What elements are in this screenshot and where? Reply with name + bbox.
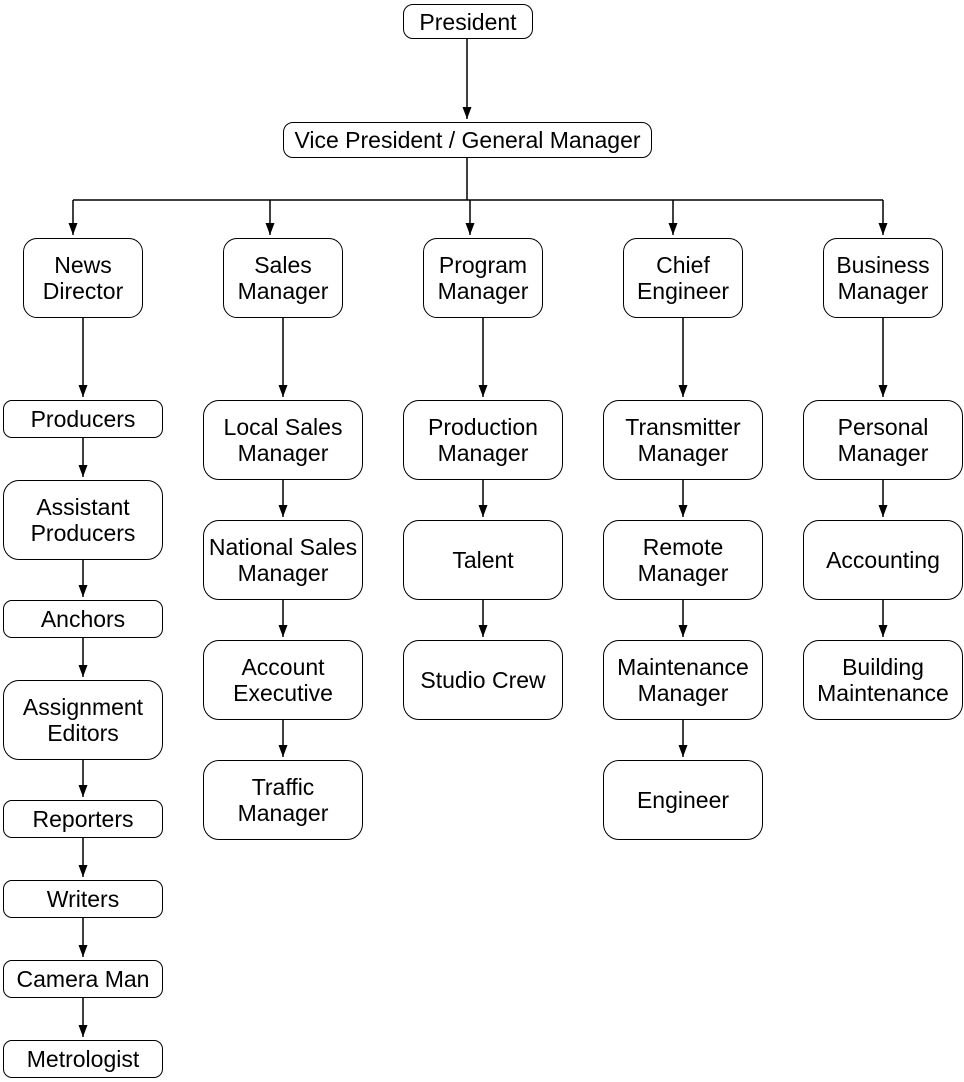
node-news-director: News Director xyxy=(23,238,143,318)
node-traffic-manager: Traffic Manager xyxy=(203,760,363,840)
node-talent: Talent xyxy=(403,520,563,600)
node-anchors: Anchors xyxy=(3,600,163,638)
node-building-maintenance: Building Maintenance xyxy=(803,640,963,720)
node-president: President xyxy=(403,4,533,39)
node-account-executive: Account Executive xyxy=(203,640,363,720)
node-metrologist: Metrologist xyxy=(3,1040,163,1078)
node-local-sales-manager: Local Sales Manager xyxy=(203,400,363,480)
node-engineer: Engineer xyxy=(603,760,763,840)
node-program-manager: Program Manager xyxy=(423,238,543,318)
node-production-manager: Production Manager xyxy=(403,400,563,480)
node-assignment-editors: Assignment Editors xyxy=(3,680,163,760)
node-vice-president-general-manager: Vice President / General Manager xyxy=(283,122,652,158)
node-producers: Producers xyxy=(3,400,163,438)
node-sales-manager: Sales Manager xyxy=(223,238,343,318)
node-chief-engineer: Chief Engineer xyxy=(623,238,743,318)
node-national-sales-manager: National Sales Manager xyxy=(203,520,363,600)
node-reporters: Reporters xyxy=(3,800,163,838)
node-remote-manager: Remote Manager xyxy=(603,520,763,600)
node-studio-crew: Studio Crew xyxy=(403,640,563,720)
node-transmitter-manager: Transmitter Manager xyxy=(603,400,763,480)
node-maintenance-manager: Maintenance Manager xyxy=(603,640,763,720)
node-writers: Writers xyxy=(3,880,163,918)
node-business-manager: Business Manager xyxy=(823,238,943,318)
node-assistant-producers: Assistant Producers xyxy=(3,480,163,560)
node-personal-manager: Personal Manager xyxy=(803,400,963,480)
node-accounting: Accounting xyxy=(803,520,963,600)
node-camera-man: Camera Man xyxy=(3,960,163,998)
